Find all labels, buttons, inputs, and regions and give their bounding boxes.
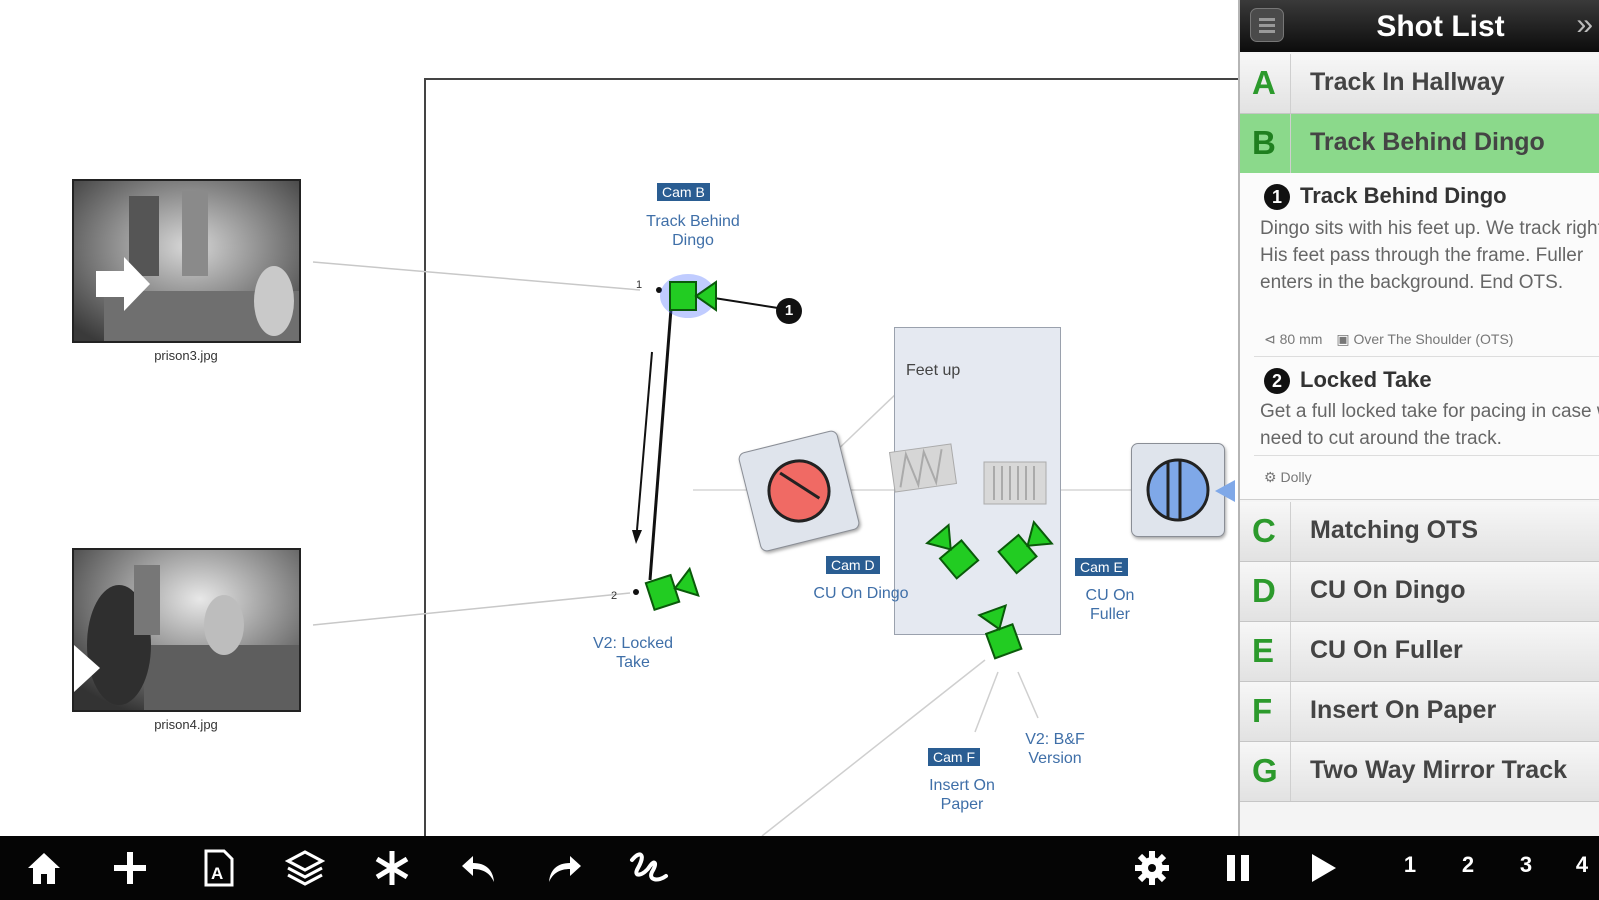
camera-f-label[interactable]: Insert On Paper — [929, 777, 995, 813]
row-divider — [1290, 114, 1291, 173]
camera-e-icon[interactable] — [996, 518, 1056, 576]
photo-caption-2: prison4.jpg — [154, 717, 218, 732]
reference-photo-2[interactable] — [72, 548, 301, 712]
reference-photo-1[interactable] — [72, 179, 301, 343]
framing-value: Over The Shoulder (OTS) — [1353, 331, 1514, 347]
text-icon[interactable]: A — [196, 846, 240, 890]
shot-title: Two Way Mirror Track — [1310, 756, 1568, 784]
subshot-meta: ⊲ 80 mm ▣ Over The Shoulder (OTS) — [1264, 331, 1513, 348]
shot-letter: B — [1252, 124, 1276, 161]
page-button-3[interactable]: 3 — [1519, 852, 1533, 877]
shot-row-g[interactable]: G Two Way Mirror Track — [1240, 742, 1599, 802]
redo-icon[interactable] — [542, 846, 586, 890]
page-button-1[interactable]: 1 — [1403, 852, 1417, 877]
play-icon[interactable] — [1300, 846, 1344, 890]
shot-row-a[interactable]: A Track In Hallway — [1240, 54, 1599, 114]
double-chevron-right-icon[interactable]: » — [1576, 8, 1593, 41]
shot-letter: A — [1252, 64, 1276, 101]
shot-title: Matching OTS — [1310, 516, 1479, 544]
subshot-divider — [1254, 356, 1599, 357]
subshot-list: 1 Track Behind Dingo Dingo sits with his… — [1240, 173, 1599, 500]
layers-icon[interactable] — [283, 846, 327, 890]
shot-title: Track In Hallway — [1310, 68, 1505, 96]
shot-letter: G — [1252, 752, 1278, 789]
shot-list-header: Shot List » — [1240, 0, 1599, 52]
camera-d-tag[interactable]: Cam D — [826, 556, 880, 574]
bottom-toolbar: A 1 2 3 4 — [0, 836, 1599, 900]
panel-menu-button[interactable] — [1250, 8, 1284, 42]
camera-b-tag[interactable]: Cam B — [657, 183, 710, 201]
dolly-icon: ⚙ — [1264, 469, 1281, 485]
actor-direction-icon — [1215, 480, 1235, 502]
camera-e-label[interactable]: CU On Fuller — [1085, 587, 1135, 623]
shot-row-b[interactable]: B Track Behind Dingo — [1240, 114, 1599, 174]
page-button-2[interactable]: 2 — [1461, 852, 1475, 877]
shot-title: Insert On Paper — [1310, 696, 1497, 724]
row-divider — [1290, 502, 1291, 561]
row-divider — [1290, 682, 1291, 741]
shot-row-f[interactable]: F Insert On Paper — [1240, 682, 1599, 742]
draw-path-icon[interactable] — [628, 846, 672, 890]
page-button-4[interactable]: 4 — [1575, 852, 1589, 877]
framing-icon: ▣ — [1336, 331, 1354, 347]
row-divider — [1290, 742, 1291, 801]
pause-icon[interactable] — [1216, 846, 1260, 890]
subshot-meta: ⚙ Dolly — [1264, 469, 1312, 486]
svg-text:A: A — [211, 864, 223, 883]
shot-title: CU On Dingo — [1310, 576, 1466, 604]
row-divider — [1290, 622, 1291, 681]
camera-locked-take-label[interactable]: V2: Locked Take — [592, 635, 674, 671]
lens-value: 80 mm — [1279, 331, 1323, 347]
subshot-title[interactable]: Locked Take — [1300, 367, 1432, 392]
camera-b-label[interactable]: Track Behind Dingo — [646, 213, 740, 249]
shot-letter: F — [1252, 692, 1273, 729]
actor-fuller[interactable] — [1131, 443, 1225, 537]
shot-letter: E — [1252, 632, 1275, 669]
shot-list-panel: Shot List » A Track In Hallway B Track B… — [1238, 0, 1599, 836]
home-icon[interactable] — [22, 846, 66, 890]
asterisk-icon[interactable] — [370, 846, 414, 890]
subshot-number-badge: 2 — [1264, 368, 1290, 394]
actor-dingo[interactable] — [737, 429, 861, 553]
path-point-1: 1 — [636, 279, 643, 291]
shot-letter: C — [1252, 512, 1276, 549]
shot-letter: D — [1252, 572, 1276, 609]
shot-title: Track Behind Dingo — [1310, 128, 1545, 156]
camera-f-icon[interactable] — [970, 600, 1030, 662]
add-icon[interactable] — [108, 846, 152, 890]
undo-icon[interactable] — [457, 846, 501, 890]
radiator-prop-icon[interactable] — [980, 456, 1050, 510]
movement-value: Dolly — [1280, 469, 1312, 485]
subshot-divider — [1254, 455, 1599, 456]
diagram-canvas[interactable]: 1 2 prison3.jpg prison4.jpg — [0, 0, 1238, 836]
shot-list-title: Shot List — [1376, 10, 1505, 43]
shot-title: CU On Fuller — [1310, 636, 1463, 664]
camera-f-tag[interactable]: Cam F — [928, 748, 980, 766]
lens-icon: ⊲ — [1264, 331, 1280, 347]
chair-prop-icon[interactable] — [886, 440, 960, 496]
camera-e-tag[interactable]: Cam E — [1075, 558, 1128, 576]
camera-d-label[interactable]: CU On Dingo — [813, 585, 909, 602]
shot-marker-badge[interactable]: 1 — [776, 298, 802, 324]
path-point-2: 2 — [611, 590, 618, 602]
subshot-number-badge: 1 — [1264, 184, 1290, 210]
shot-row-c[interactable]: C Matching OTS — [1240, 502, 1599, 562]
subshot-title[interactable]: Track Behind Dingo — [1300, 183, 1507, 208]
shot-marker-number: 1 — [784, 302, 794, 319]
row-divider — [1290, 562, 1291, 621]
camera-bf-version-label[interactable]: V2: B&F Version — [1025, 731, 1085, 767]
camera-d-icon[interactable] — [922, 522, 982, 580]
photo-caption-1: prison3.jpg — [154, 348, 218, 363]
settings-gear-icon[interactable] — [1130, 846, 1174, 890]
shot-row-d[interactable]: D CU On Dingo — [1240, 562, 1599, 622]
set-label: Feet up — [906, 362, 961, 379]
camera-locked-take-icon[interactable] — [643, 563, 703, 615]
subshot-description: Dingo sits with his feet up. We track ri… — [1260, 218, 1599, 293]
camera-b-icon[interactable] — [660, 270, 722, 322]
shot-row-e[interactable]: E CU On Fuller — [1240, 622, 1599, 682]
row-divider — [1290, 54, 1291, 113]
track-arrow-icon — [96, 257, 150, 311]
subshot-description: Get a full locked take for pacing in cas… — [1260, 401, 1599, 449]
